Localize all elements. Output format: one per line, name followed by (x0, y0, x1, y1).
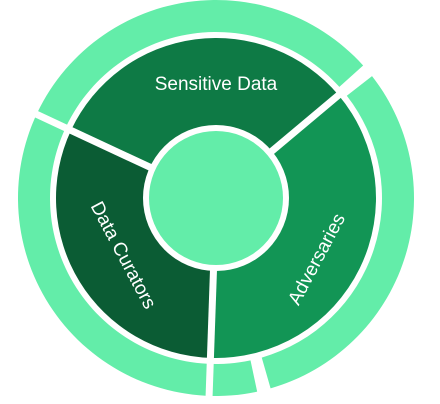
outer-ring-arc-left (18, 0, 364, 396)
divider-sensitive-adversaries (264, 66, 372, 159)
segment-sensitive-data (70, 37, 339, 169)
label-sensitive-data: Sensitive Data (155, 74, 278, 95)
segment-adversaries (210, 95, 376, 358)
outer-ring (18, 0, 414, 396)
segment-dividers (33, 66, 372, 399)
divider-adversaries-curators (205, 263, 218, 399)
divider-sensitive-curators (33, 110, 158, 174)
center-circle (149, 131, 283, 265)
outer-ring-arc-right (261, 76, 414, 389)
segment-data-curators (56, 130, 214, 358)
